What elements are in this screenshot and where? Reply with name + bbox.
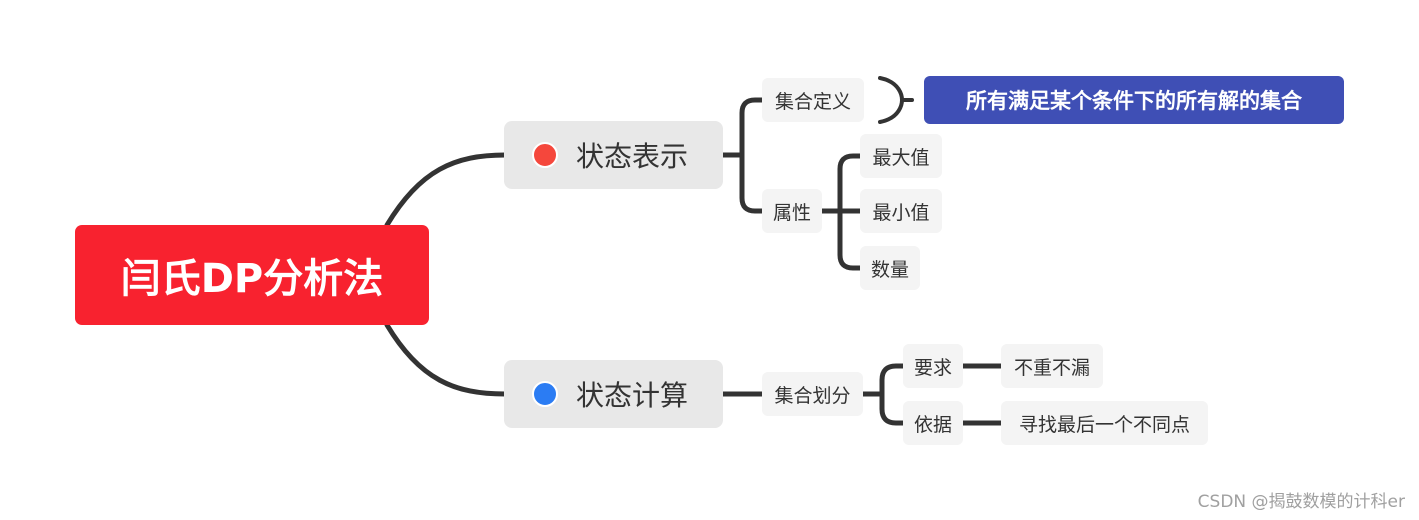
red-dot-icon xyxy=(532,142,558,168)
watermark: CSDN @揭鼓数模的计科er xyxy=(1197,492,1405,512)
node-label: 数量 xyxy=(870,258,909,281)
node-label: 不重不漏 xyxy=(1013,356,1090,379)
branch-label: 状态表示 xyxy=(576,140,689,173)
node-min-value[interactable]: 最小值 xyxy=(860,189,942,233)
root-node[interactable]: 闫氏DP分析法 xyxy=(75,225,429,325)
node-label: 要求 xyxy=(913,356,952,379)
node-label: 集合定义 xyxy=(774,90,851,113)
blue-dot-icon xyxy=(532,381,558,407)
connector-to-set-definition xyxy=(739,97,765,214)
node-basis[interactable]: 依据 xyxy=(903,401,963,445)
node-label: 集合划分 xyxy=(774,384,851,407)
node-label: 最小值 xyxy=(872,201,930,224)
branch-label: 状态计算 xyxy=(576,379,689,412)
callout-label: 所有满足某个条件下的所有解的集合 xyxy=(966,89,1302,113)
branch-state-computation[interactable]: 状态计算 xyxy=(504,360,723,428)
node-count[interactable]: 数量 xyxy=(860,246,920,290)
node-no-overlap-no-omission[interactable]: 不重不漏 xyxy=(1001,344,1103,388)
node-set-definition[interactable]: 集合定义 xyxy=(762,78,864,122)
node-label: 最大值 xyxy=(872,146,930,169)
branch-state-representation[interactable]: 状态表示 xyxy=(504,121,723,189)
node-label: 寻找最后一个不同点 xyxy=(1018,413,1190,436)
node-label: 依据 xyxy=(913,413,952,436)
node-find-last-difference[interactable]: 寻找最后一个不同点 xyxy=(1001,401,1208,445)
node-label: 属性 xyxy=(772,201,811,224)
root-label: 闫氏DP分析法 xyxy=(120,256,384,302)
node-max-value[interactable]: 最大值 xyxy=(860,134,942,178)
connector-root-to-state-representation xyxy=(384,152,508,228)
node-requirement[interactable]: 要求 xyxy=(903,344,963,388)
node-set-partition[interactable]: 集合划分 xyxy=(762,372,863,416)
node-attribute[interactable]: 属性 xyxy=(762,189,822,233)
callout-bracket xyxy=(878,76,905,124)
connector-root-to-state-computation xyxy=(384,322,508,397)
connector-partition-children xyxy=(879,363,906,426)
callout-set-definition[interactable]: 所有满足某个条件下的所有解的集合 xyxy=(924,76,1344,124)
